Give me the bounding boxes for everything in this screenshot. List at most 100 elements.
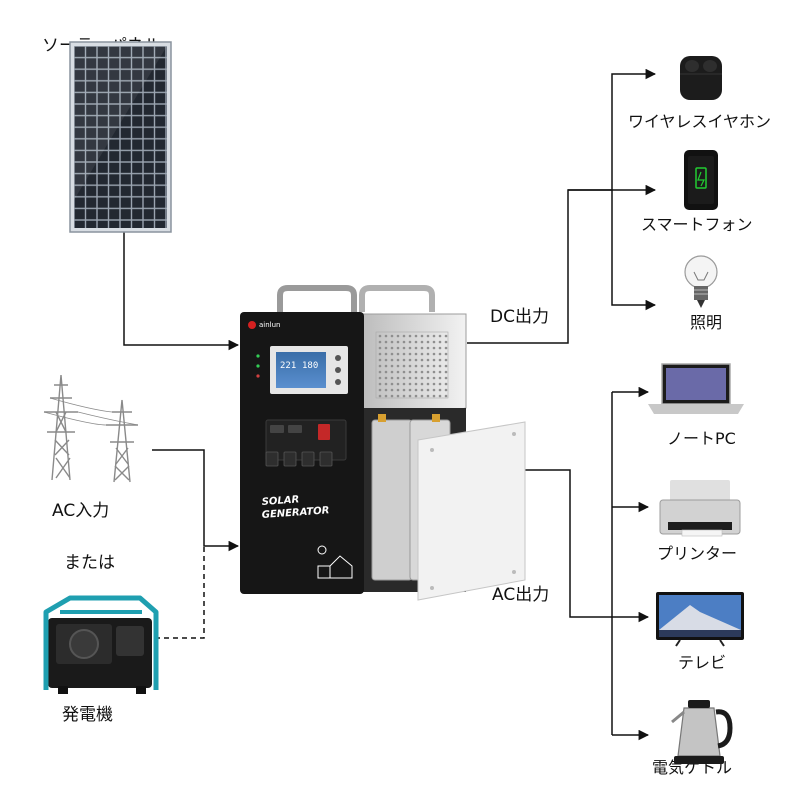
product-name-line-2: GENERATOR [261,505,329,521]
vent-hole [402,334,406,338]
vent-hole [444,346,448,350]
vent-hole [396,334,400,338]
solar-connector [123,232,240,351]
vent-hole [438,340,442,344]
kettle-icon [671,700,733,764]
vent-hole [414,340,418,344]
power-switch[interactable] [318,424,330,440]
vent-hole [444,352,448,356]
vent-hole [414,382,418,386]
display-value: 221 [280,361,296,371]
vent-hole [408,382,412,386]
vent-hole [396,364,400,368]
vent-hole [432,388,436,392]
vent-hole [396,340,400,344]
vent-hole [444,340,448,344]
vent-hole [402,364,406,368]
vent-hole [378,364,382,368]
vent-hole [402,340,406,344]
vent-hole [432,394,436,398]
vent-hole [426,364,430,368]
vent-hole [444,370,448,374]
vent-hole [384,346,388,350]
ac-output-label: AC出力 [492,585,549,605]
vent-hole [390,352,394,356]
vent-hole [414,364,418,368]
generator-label: 発電機 [62,705,113,725]
vent-hole [378,376,382,380]
vent-hole [396,394,400,398]
vent-hole [396,388,400,392]
vent-hole [396,370,400,374]
vent-hole [384,388,388,392]
vent-hole [438,394,442,398]
ac-input-connector [152,449,240,552]
vent-hole [438,346,442,350]
vent-hole [432,346,436,350]
vent-hole [408,388,412,392]
vent-hole [438,388,442,392]
vent-hole [414,358,418,362]
vent-hole [444,334,448,338]
dc-output-connector [467,68,657,344]
solar-generator-unit: ainlun 221 180 SOLAR GENERATOR [240,285,526,601]
printer-icon [659,480,741,537]
vent-hole [408,364,412,368]
vent-hole [384,394,388,398]
vent-hole [420,352,424,356]
vent-hole [420,388,424,392]
vent-hole [414,346,418,350]
vent-hole [414,376,418,380]
vent-hole [378,382,382,386]
vent-hole [426,376,430,380]
ac-output-connector [525,469,612,618]
vent-hole [378,346,382,350]
vent-hole [390,394,394,398]
or-label: または [64,553,115,573]
vent-hole [408,352,412,356]
generator-icon [43,595,159,694]
vent-hole [426,352,430,356]
vent-hole [438,334,442,338]
vent-hole [426,358,430,362]
vent-hole [378,394,382,398]
vent-hole [444,376,448,380]
vent-hole [408,376,412,380]
vent-icon [375,331,449,399]
lcd-display [276,352,326,388]
power-tower-icon [43,374,139,483]
vent-hole [396,358,400,362]
vent-hole [390,364,394,368]
vent-hole [378,340,382,344]
vent-hole [384,352,388,356]
vent-hole [420,334,424,338]
vent-hole [414,334,418,338]
vent-hole [438,382,442,386]
tv-icon [656,592,744,647]
vent-hole [402,346,406,350]
generator-connector [155,546,205,639]
vent-hole [378,370,382,374]
vent-hole [378,334,382,338]
vent-hole [444,364,448,368]
vent-hole [444,388,448,392]
brand-logo-icon [248,321,256,329]
vent-hole [390,334,394,338]
vent-hole [396,382,400,386]
dc-branch-light [611,190,657,311]
product-name-line-1: SOLAR [261,494,299,508]
dc-device-label-smartphone: スマートフォン [641,215,753,234]
vent-hole [408,358,412,362]
vent-hole [426,394,430,398]
ac-device-label-tv: テレビ [678,653,726,672]
vent-hole [390,346,394,350]
vent-hole [402,382,406,386]
vent-hole [414,394,418,398]
vent-hole [414,388,418,392]
vent-hole [426,346,430,350]
vent-hole [396,376,400,380]
vent-hole [378,388,382,392]
solar-panel-icon [69,41,172,233]
earbuds-icon [680,56,722,100]
vent-hole [438,364,442,368]
